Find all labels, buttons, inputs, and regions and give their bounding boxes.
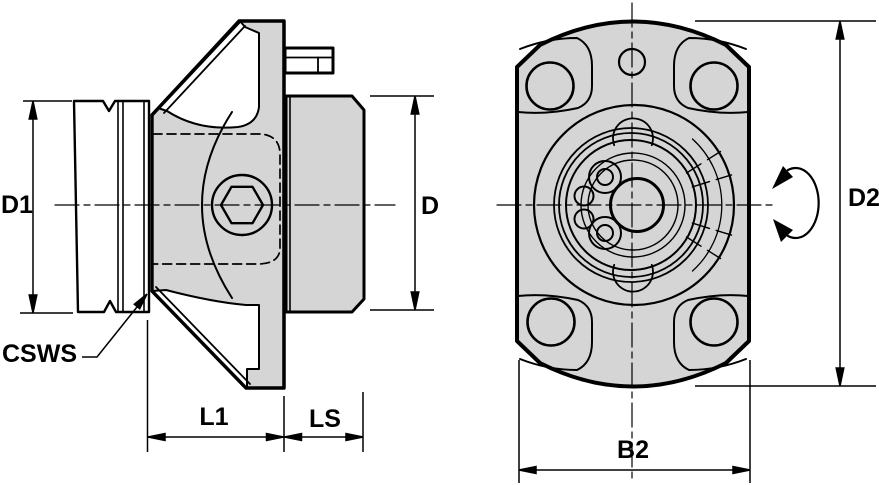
bolt-hole-bottom-right	[689, 297, 739, 347]
d1-dimension-label: D1	[1, 191, 33, 219]
boss-circle	[532, 103, 736, 307]
adjust-screw-upper-outer	[588, 160, 622, 194]
adjust-screw-lower-inner	[596, 224, 614, 242]
spline-ticks	[685, 150, 733, 260]
l1-arrow-right	[265, 432, 284, 442]
counterbore-bottom-left	[517, 294, 593, 371]
hidden-bore-dashed	[152, 133, 281, 265]
bolt-hole-bottom-left	[526, 297, 576, 347]
front-view	[496, 2, 820, 483]
d-arrow-down	[410, 291, 420, 311]
rotation-arrowhead-upper	[772, 166, 793, 189]
d1-arrow-up	[28, 100, 38, 120]
upper-chamfer-outer	[150, 19, 242, 117]
drive-pin	[283, 46, 335, 75]
b2-arrow-left	[518, 465, 537, 475]
counterbore-top-right	[673, 37, 749, 114]
rear-shank-outline	[284, 94, 366, 314]
csws-leader-line	[82, 306, 138, 358]
lower-chamfer-outer	[150, 289, 248, 390]
d-arrow-up	[410, 95, 420, 115]
upper-clamp-wedge	[157, 20, 260, 129]
rotation-arrowhead-lower	[773, 219, 793, 242]
counterbore-bottom-right	[673, 294, 749, 371]
body-blend-arc	[201, 111, 233, 299]
front-view-dimensions	[518, 20, 876, 483]
adjust-screw-lower-outer	[588, 216, 622, 250]
bolt-hole-top-right	[689, 61, 739, 111]
upper-chamfer-inner	[163, 25, 246, 114]
adjust-screw-upper-inner	[596, 168, 614, 186]
lower-chamfer-inner	[155, 286, 251, 385]
pin-hole-lower	[573, 208, 595, 230]
counterbore-top-left	[517, 37, 593, 114]
thread-arc	[691, 138, 723, 272]
d2-arrow-up	[835, 20, 845, 40]
flange-front-outline	[515, 19, 751, 389]
ls-dimension-label: LS	[309, 405, 341, 433]
ls-arrow-left	[284, 432, 303, 442]
d2-dimension-label: D2	[848, 184, 879, 212]
d2-arrow-down	[835, 367, 845, 387]
l1-arrow-left	[147, 432, 166, 442]
d1-arrow-down	[28, 294, 38, 314]
rotation-arrow-arc	[786, 166, 820, 240]
bolt-hole-top-left	[525, 61, 575, 111]
side-view-dimensions	[20, 95, 434, 452]
bottom-lobe-arc	[612, 263, 654, 293]
csws-arrowhead	[133, 293, 148, 310]
b2-dimension-label: B2	[617, 436, 649, 464]
d-dimension-label: D	[421, 192, 440, 220]
b2-arrow-right	[732, 465, 751, 475]
ls-arrow-right	[345, 432, 364, 442]
front-shank-outline	[72, 99, 151, 314]
side-view	[54, 19, 396, 390]
top-lobe-arc	[612, 117, 654, 147]
csws-callout-label: CSWS	[2, 340, 77, 368]
l1-dimension-label: L1	[199, 403, 229, 431]
